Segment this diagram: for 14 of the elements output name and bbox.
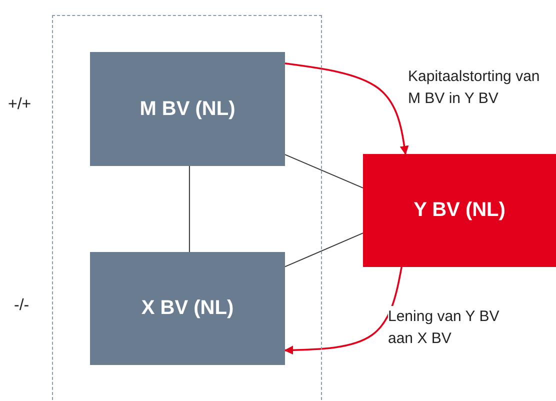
rating-label: -/- <box>14 296 30 316</box>
entity-box <box>90 52 285 166</box>
entity-name: M BV (NL) <box>140 98 236 120</box>
connector-line <box>188 166 190 252</box>
curved-arrow <box>284 62 409 155</box>
entity-name: Y BV (NL) <box>414 199 506 222</box>
entity-box <box>363 154 556 267</box>
connector-line <box>284 154 364 188</box>
entity-name: X BV (NL) <box>141 297 234 320</box>
entity-box <box>90 252 285 365</box>
rating-label: +/+ <box>8 95 32 115</box>
connector-line <box>284 232 364 268</box>
dashed-group-frame <box>52 15 322 401</box>
curved-arrow <box>284 266 402 355</box>
